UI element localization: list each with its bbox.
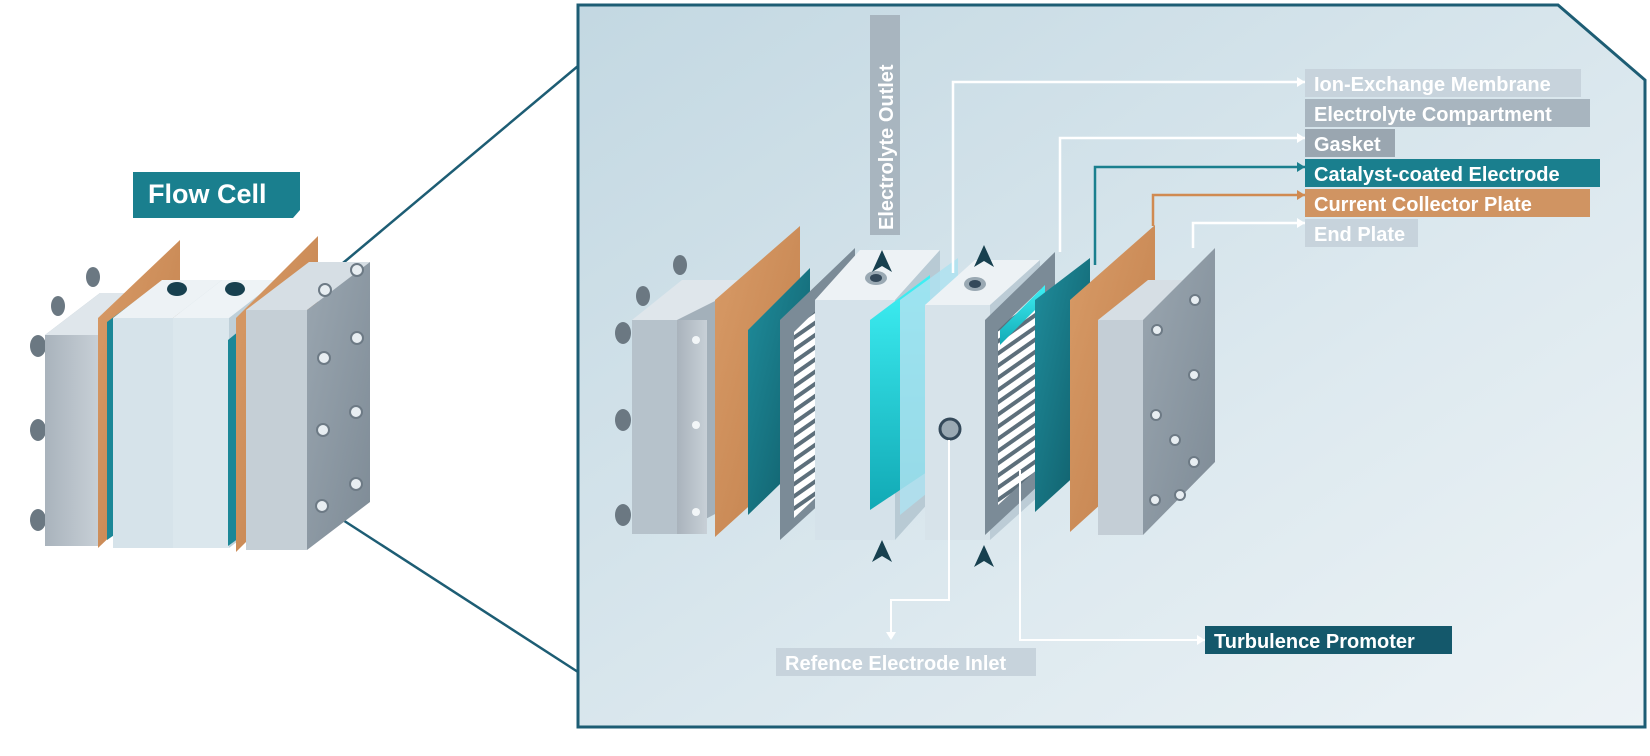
small-flow-cell [30, 236, 370, 552]
label-ion-exchange-membrane: Ion-Exchange Membrane [1305, 69, 1581, 97]
label-turbulence-promoter: Turbulence Promoter [1205, 626, 1452, 654]
label-electrolyte-compartment-text: Electrolyte Compartment [1314, 104, 1552, 126]
flow-arrows [872, 245, 994, 567]
label-end-plate: End Plate [1305, 219, 1418, 247]
zoom-connector-lines [331, 65, 579, 674]
label-reference-electrode-inlet-text: Refence Electrode Inlet [785, 653, 1007, 675]
label-catalyst-coated-electrode-text: Catalyst-coated Electrode [1314, 164, 1560, 186]
label-reference-electrode-inlet: Refence Electrode Inlet [776, 648, 1036, 676]
flow-cell-title: Flow Cell [148, 179, 267, 209]
label-electrolyte-outlet-text: Electrolyte Outlet [876, 64, 898, 230]
label-turbulence-promoter-text: Turbulence Promoter [1214, 631, 1415, 653]
label-current-collector-plate: Current Collector Plate [1305, 189, 1590, 217]
label-electrolyte-outlet: Electrolyte Outlet [870, 15, 900, 235]
electrode-leader [1093, 165, 1305, 265]
leader-lines [951, 80, 1305, 273]
label-end-plate-text: End Plate [1314, 224, 1405, 246]
label-gasket: Gasket [1305, 129, 1395, 157]
label-gasket-text: Gasket [1314, 134, 1381, 156]
reference-leader [890, 440, 950, 635]
label-electrolyte-compartment: Electrolyte Compartment [1305, 99, 1590, 127]
collector-leader [1151, 193, 1305, 226]
exploded-cell [615, 225, 1215, 567]
label-current-collector-plate-text: Current Collector Plate [1314, 194, 1532, 216]
turbulence-leader [1019, 470, 1205, 641]
label-catalyst-coated-electrode: Catalyst-coated Electrode [1305, 159, 1600, 187]
label-ion-exchange-membrane-text: Ion-Exchange Membrane [1314, 74, 1551, 96]
flow-cell-title-badge: Flow Cell [133, 172, 300, 218]
